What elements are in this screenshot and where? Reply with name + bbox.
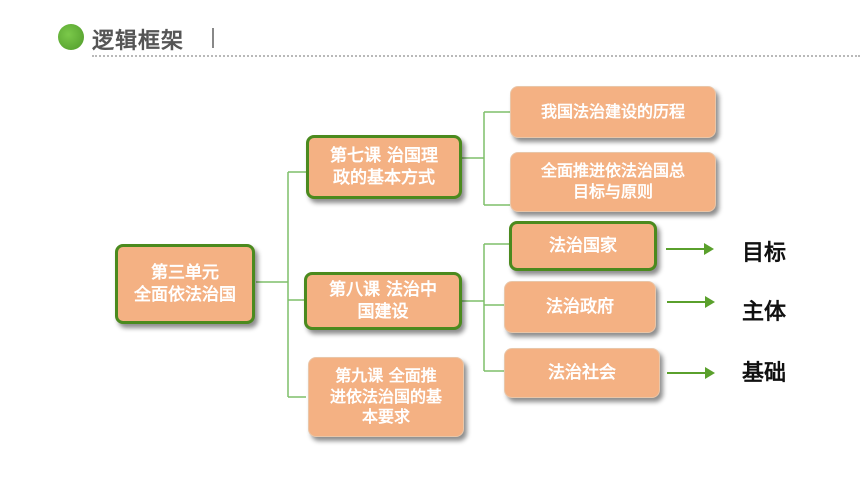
rule-of-law-state-label: 法治国家 [549, 235, 617, 256]
page-title: 逻辑框架 [92, 29, 185, 54]
history-label: 我国法治建设的历程 [540, 101, 685, 121]
history-box: 我国法治建设的历程 [510, 86, 716, 138]
rule-of-law-state-box: 法治国家 [509, 221, 657, 271]
lesson-7-box: 第七课 治国理 政的基本方式 [306, 135, 462, 199]
rule-of-law-society-box: 法治社会 [504, 348, 660, 398]
lesson-9-label: 第九课 全面推 进依法治国的基 本要求 [329, 365, 442, 427]
arrow-right-icon [667, 295, 715, 309]
title-divider-bar [212, 28, 214, 48]
goal-principle-box: 全面推进依法治国总 目标与原则 [510, 152, 716, 212]
rule-of-law-government-box: 法治政府 [504, 281, 656, 333]
goal-principle-label: 全面推进依法治国总 目标与原则 [540, 161, 685, 201]
label-foundation: 基础 [742, 361, 787, 386]
rule-of-law-government-label: 法治政府 [546, 296, 614, 317]
root-unit-label: 第三单元 全面依法治国 [134, 262, 236, 305]
rule-of-law-society-label: 法治社会 [548, 362, 616, 383]
arrow-right-icon [666, 242, 714, 256]
label-subject: 主体 [742, 300, 787, 325]
green-dot-icon [58, 24, 84, 50]
arrow-right-icon [667, 366, 715, 380]
label-goal: 目标 [742, 241, 787, 266]
lesson-9-box: 第九课 全面推 进依法治国的基 本要求 [308, 357, 464, 437]
lesson-8-label: 第八课 法治中 国建设 [329, 279, 437, 322]
dotted-divider [92, 55, 860, 57]
root-unit-box: 第三单元 全面依法治国 [115, 244, 255, 324]
lesson-8-box: 第八课 法治中 国建设 [304, 272, 462, 330]
lesson-7-label: 第七课 治国理 政的基本方式 [330, 145, 438, 188]
